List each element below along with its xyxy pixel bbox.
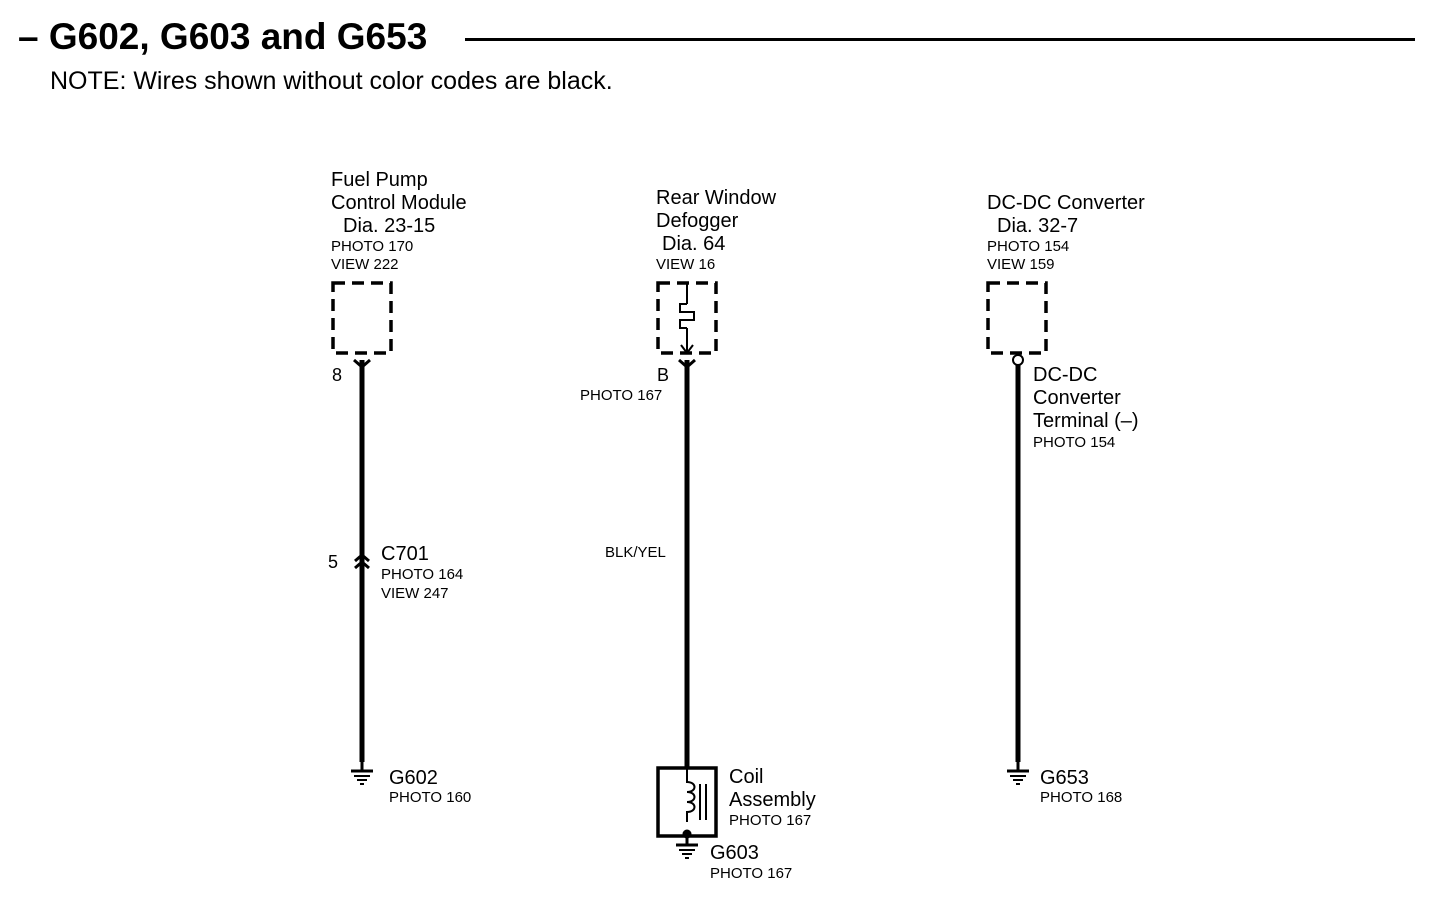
- c701-name: C701: [381, 543, 429, 565]
- dc-dc-terminal-name-3: Terminal (–): [1033, 410, 1139, 432]
- dc-dc-converter-photo: PHOTO 154: [987, 238, 1070, 255]
- g602-photo: PHOTO 160: [389, 789, 472, 806]
- ground-g603-symbol: [676, 836, 698, 859]
- ground-g602-symbol: [351, 762, 373, 785]
- c701-pin-label: 5: [328, 552, 339, 572]
- coil-assembly-photo: PHOTO 167: [729, 812, 812, 829]
- dc-dc-converter-name: DC-DC Converter: [987, 192, 1145, 214]
- fuel-pump-module-box: [331, 281, 393, 355]
- dc-dc-converter-view: VIEW 159: [987, 256, 1055, 273]
- title-rule: [465, 38, 1415, 41]
- defogger-dia: Dia. 64: [662, 233, 726, 255]
- coil-assembly-name-2: Assembly: [729, 789, 816, 811]
- defogger-name-1: Rear Window: [656, 187, 777, 209]
- pin-b-photo: PHOTO 167: [580, 387, 663, 404]
- fuel-pump-module-dia: Dia. 23-15: [343, 215, 436, 237]
- c701-view: VIEW 247: [381, 585, 449, 602]
- dc-dc-terminal-symbol: [1012, 354, 1024, 366]
- wire-color-label: BLK/YEL: [605, 544, 666, 561]
- pin-b-label: B: [657, 365, 670, 385]
- pin-8-label: 8: [332, 365, 343, 385]
- ground-g653-symbol: [1007, 762, 1029, 785]
- defogger-element-symbol: [679, 283, 695, 355]
- defogger-name-2: Defogger: [656, 210, 739, 232]
- g653-name: G653: [1040, 767, 1089, 789]
- g603-photo: PHOTO 167: [710, 865, 793, 882]
- fuel-pump-module-photo: PHOTO 170: [331, 238, 414, 255]
- dc-dc-terminal-name-2: Converter: [1033, 387, 1121, 409]
- dc-dc-terminal-photo: PHOTO 154: [1033, 434, 1116, 451]
- dc-dc-converter-box: [986, 281, 1048, 355]
- coil-symbol: [682, 768, 707, 839]
- g603-name: G603: [710, 842, 759, 864]
- dc-dc-terminal-name-1: DC-DC: [1033, 364, 1098, 386]
- dc-dc-converter-dia: Dia. 32-7: [997, 215, 1079, 237]
- c701-connector-symbol: [354, 553, 370, 570]
- g602-name: G602: [389, 767, 438, 789]
- fuel-pump-module-name-1: Fuel Pump: [331, 169, 428, 191]
- fuel-pump-module-view: VIEW 222: [331, 256, 399, 273]
- defogger-view: VIEW 16: [656, 256, 716, 273]
- note-text: NOTE: Wires shown without color codes ar…: [50, 67, 613, 95]
- coil-assembly-name-1: Coil: [729, 766, 764, 788]
- page-title: – G602, G603 and G653: [18, 16, 428, 57]
- c701-photo: PHOTO 164: [381, 566, 464, 583]
- g653-photo: PHOTO 168: [1040, 789, 1123, 806]
- fuel-pump-module-name-2: Control Module: [331, 192, 467, 214]
